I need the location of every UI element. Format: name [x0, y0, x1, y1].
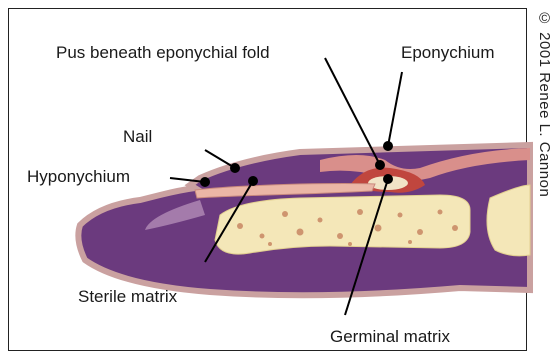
leader-sterile-dot	[249, 177, 257, 185]
label-germinal-matrix: Germinal matrix	[330, 328, 450, 345]
distal-phalanx	[215, 195, 470, 254]
label-eponychium: Eponychium	[401, 44, 495, 61]
copyright-credit: © 2001 Renee L. Cannon	[536, 10, 553, 197]
leader-germinal-dot	[384, 175, 392, 183]
leader-eponychium-dot	[384, 142, 392, 150]
label-nail: Nail	[123, 128, 152, 145]
leader-nail-dot	[231, 164, 239, 172]
leader-hyponychium-dot	[201, 178, 209, 186]
leader-pus-dot	[376, 161, 384, 169]
label-sterile-matrix: Sterile matrix	[78, 288, 177, 305]
label-hyponychium: Hyponychium	[27, 168, 130, 185]
label-pus: Pus beneath eponychial fold	[56, 44, 270, 61]
